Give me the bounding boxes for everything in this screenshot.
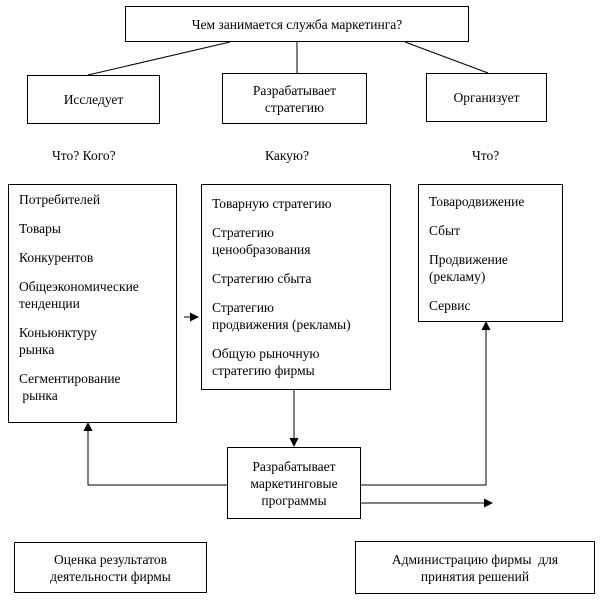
question-organize: Что? [472,148,500,163]
list-item: Сервис [429,298,471,313]
list-item: Общую рыночную стратегию фирмы [212,346,320,378]
organize-list: Товародвижение Сбыт Продвижение (рекламу… [418,184,563,322]
administration-line-2: принятия решений [420,568,530,584]
list-item: Сегментирование рынка [19,371,121,403]
question-strategy: Какую? [265,148,310,163]
administration-line-1: Администрацию фирмы для [391,551,559,567]
programs-line-3: программы [261,492,327,508]
title-text: Чем занимается служба маркетинга? [191,16,403,32]
evaluation-box: Оценка результатов деятельности фирмы [14,542,207,593]
programs-line-1: Разрабатывает [252,458,336,474]
header-organize-text: Организует [453,90,520,105]
research-list: Потребителей Товары Конкурентов Общеэкон… [8,184,177,423]
header-organize: Организует [426,73,547,122]
list-item: Стратегию сбыта [212,271,312,286]
list-item: Конкурентов [19,250,94,265]
evaluation-line-1: Оценка результатов [54,551,167,567]
arrow-programs-to-research [83,422,227,486]
programs-box: Разрабатывает маркетинговые программы [227,447,361,519]
question-research: Что? Кого? [52,148,116,163]
line-title-to-organize [404,41,489,74]
list-item: Товары [19,221,61,236]
header-research: Исследует [27,75,160,124]
list-item: Потребителей [19,192,101,207]
arrow-programs-to-organize [361,321,491,486]
header-strategy: Разрабатывает стратегию [222,73,367,124]
list-item: Коньюнктуру рынка [19,325,97,357]
list-item: Стратегию ценообразования [212,225,311,257]
programs-line-2: маркетинговые [250,475,338,491]
title-box: Чем занимается служба маркетинга? [125,6,469,42]
list-item: Товарную стратегию [212,196,332,211]
header-strategy-line-1: Разрабатывает [252,82,337,98]
administration-box: Администрацию фирмы для принятия решений [355,541,595,594]
list-item: Общеэкономические тенденции [19,279,139,311]
list-item: Стратегию продвижения (рекламы) [212,300,351,332]
header-research-text: Исследует [63,92,124,107]
list-item: Сбыт [429,223,461,238]
list-item: Продвижение (рекламу) [429,252,508,284]
list-item: Товародвижение [429,194,525,209]
strategy-list: Товарную стратегию Стратегию ценообразов… [201,184,391,390]
line-title-to-research [87,41,231,76]
evaluation-line-2: деятельности фирмы [50,568,171,584]
header-strategy-line-2: стратегию [264,99,325,115]
